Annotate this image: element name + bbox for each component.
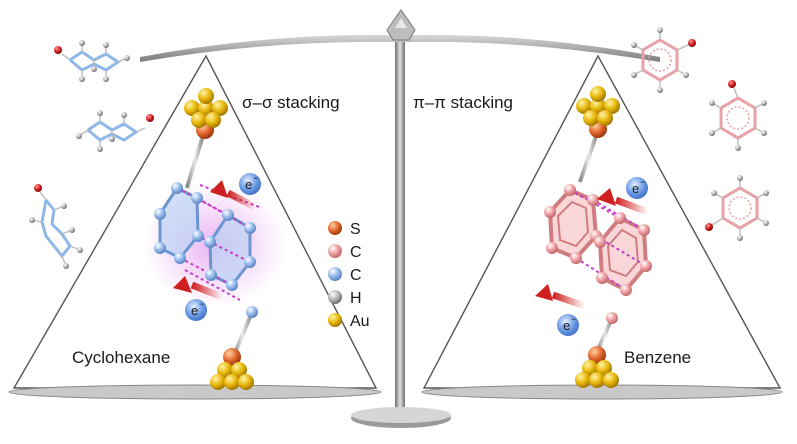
cyclohexane-label: Cyclohexane (72, 348, 170, 367)
svg-text:e: e (191, 303, 198, 318)
svg-text:−: − (199, 299, 204, 309)
legend-item-sulfur: S (328, 221, 361, 238)
gold-cluster-icon (576, 86, 620, 126)
svg-text:−: − (253, 173, 258, 183)
electron-icon: e − (185, 299, 207, 321)
legend-item-carbon-cyclohexane: C (328, 267, 362, 284)
svg-text:S: S (350, 221, 361, 238)
svg-text:H: H (350, 290, 362, 307)
svg-text:C: C (350, 267, 362, 284)
legend-item-gold: Au (328, 313, 370, 330)
svg-text:−: − (571, 314, 576, 324)
benzene-junction: e − e − (535, 86, 652, 388)
pi-stacking-label: π–π stacking (413, 93, 513, 112)
benzene-molecule-icon (705, 175, 769, 241)
cyclohexane-molecule-icon (54, 40, 130, 82)
svg-text:−: − (640, 177, 645, 187)
cyclohexane-junction: e − e − (143, 88, 287, 390)
gold-cluster-icon (575, 360, 619, 388)
electron-icon: e − (557, 314, 579, 336)
cyclohexane-molecule-icon (76, 110, 154, 152)
sigma-stacking-label: σ–σ stacking (242, 93, 340, 112)
benzene-label: Benzene (624, 348, 691, 367)
electron-icon: e − (626, 177, 648, 199)
gold-cluster-icon (210, 362, 254, 390)
benzene-molecule-icon (631, 27, 696, 93)
benzene-molecule-icon (709, 80, 767, 151)
svg-text:e: e (563, 318, 570, 333)
svg-text:e: e (245, 177, 252, 192)
electron-icon: e − (239, 173, 261, 195)
svg-text:e: e (632, 181, 639, 196)
svg-text:Au: Au (350, 313, 370, 330)
svg-text:C: C (350, 244, 362, 261)
atom-legend: S C C H Au (328, 221, 370, 330)
legend-item-carbon-benzene: C (328, 244, 362, 261)
gold-cluster-icon (184, 88, 228, 128)
cyclohexane-molecule-icon (29, 184, 83, 269)
